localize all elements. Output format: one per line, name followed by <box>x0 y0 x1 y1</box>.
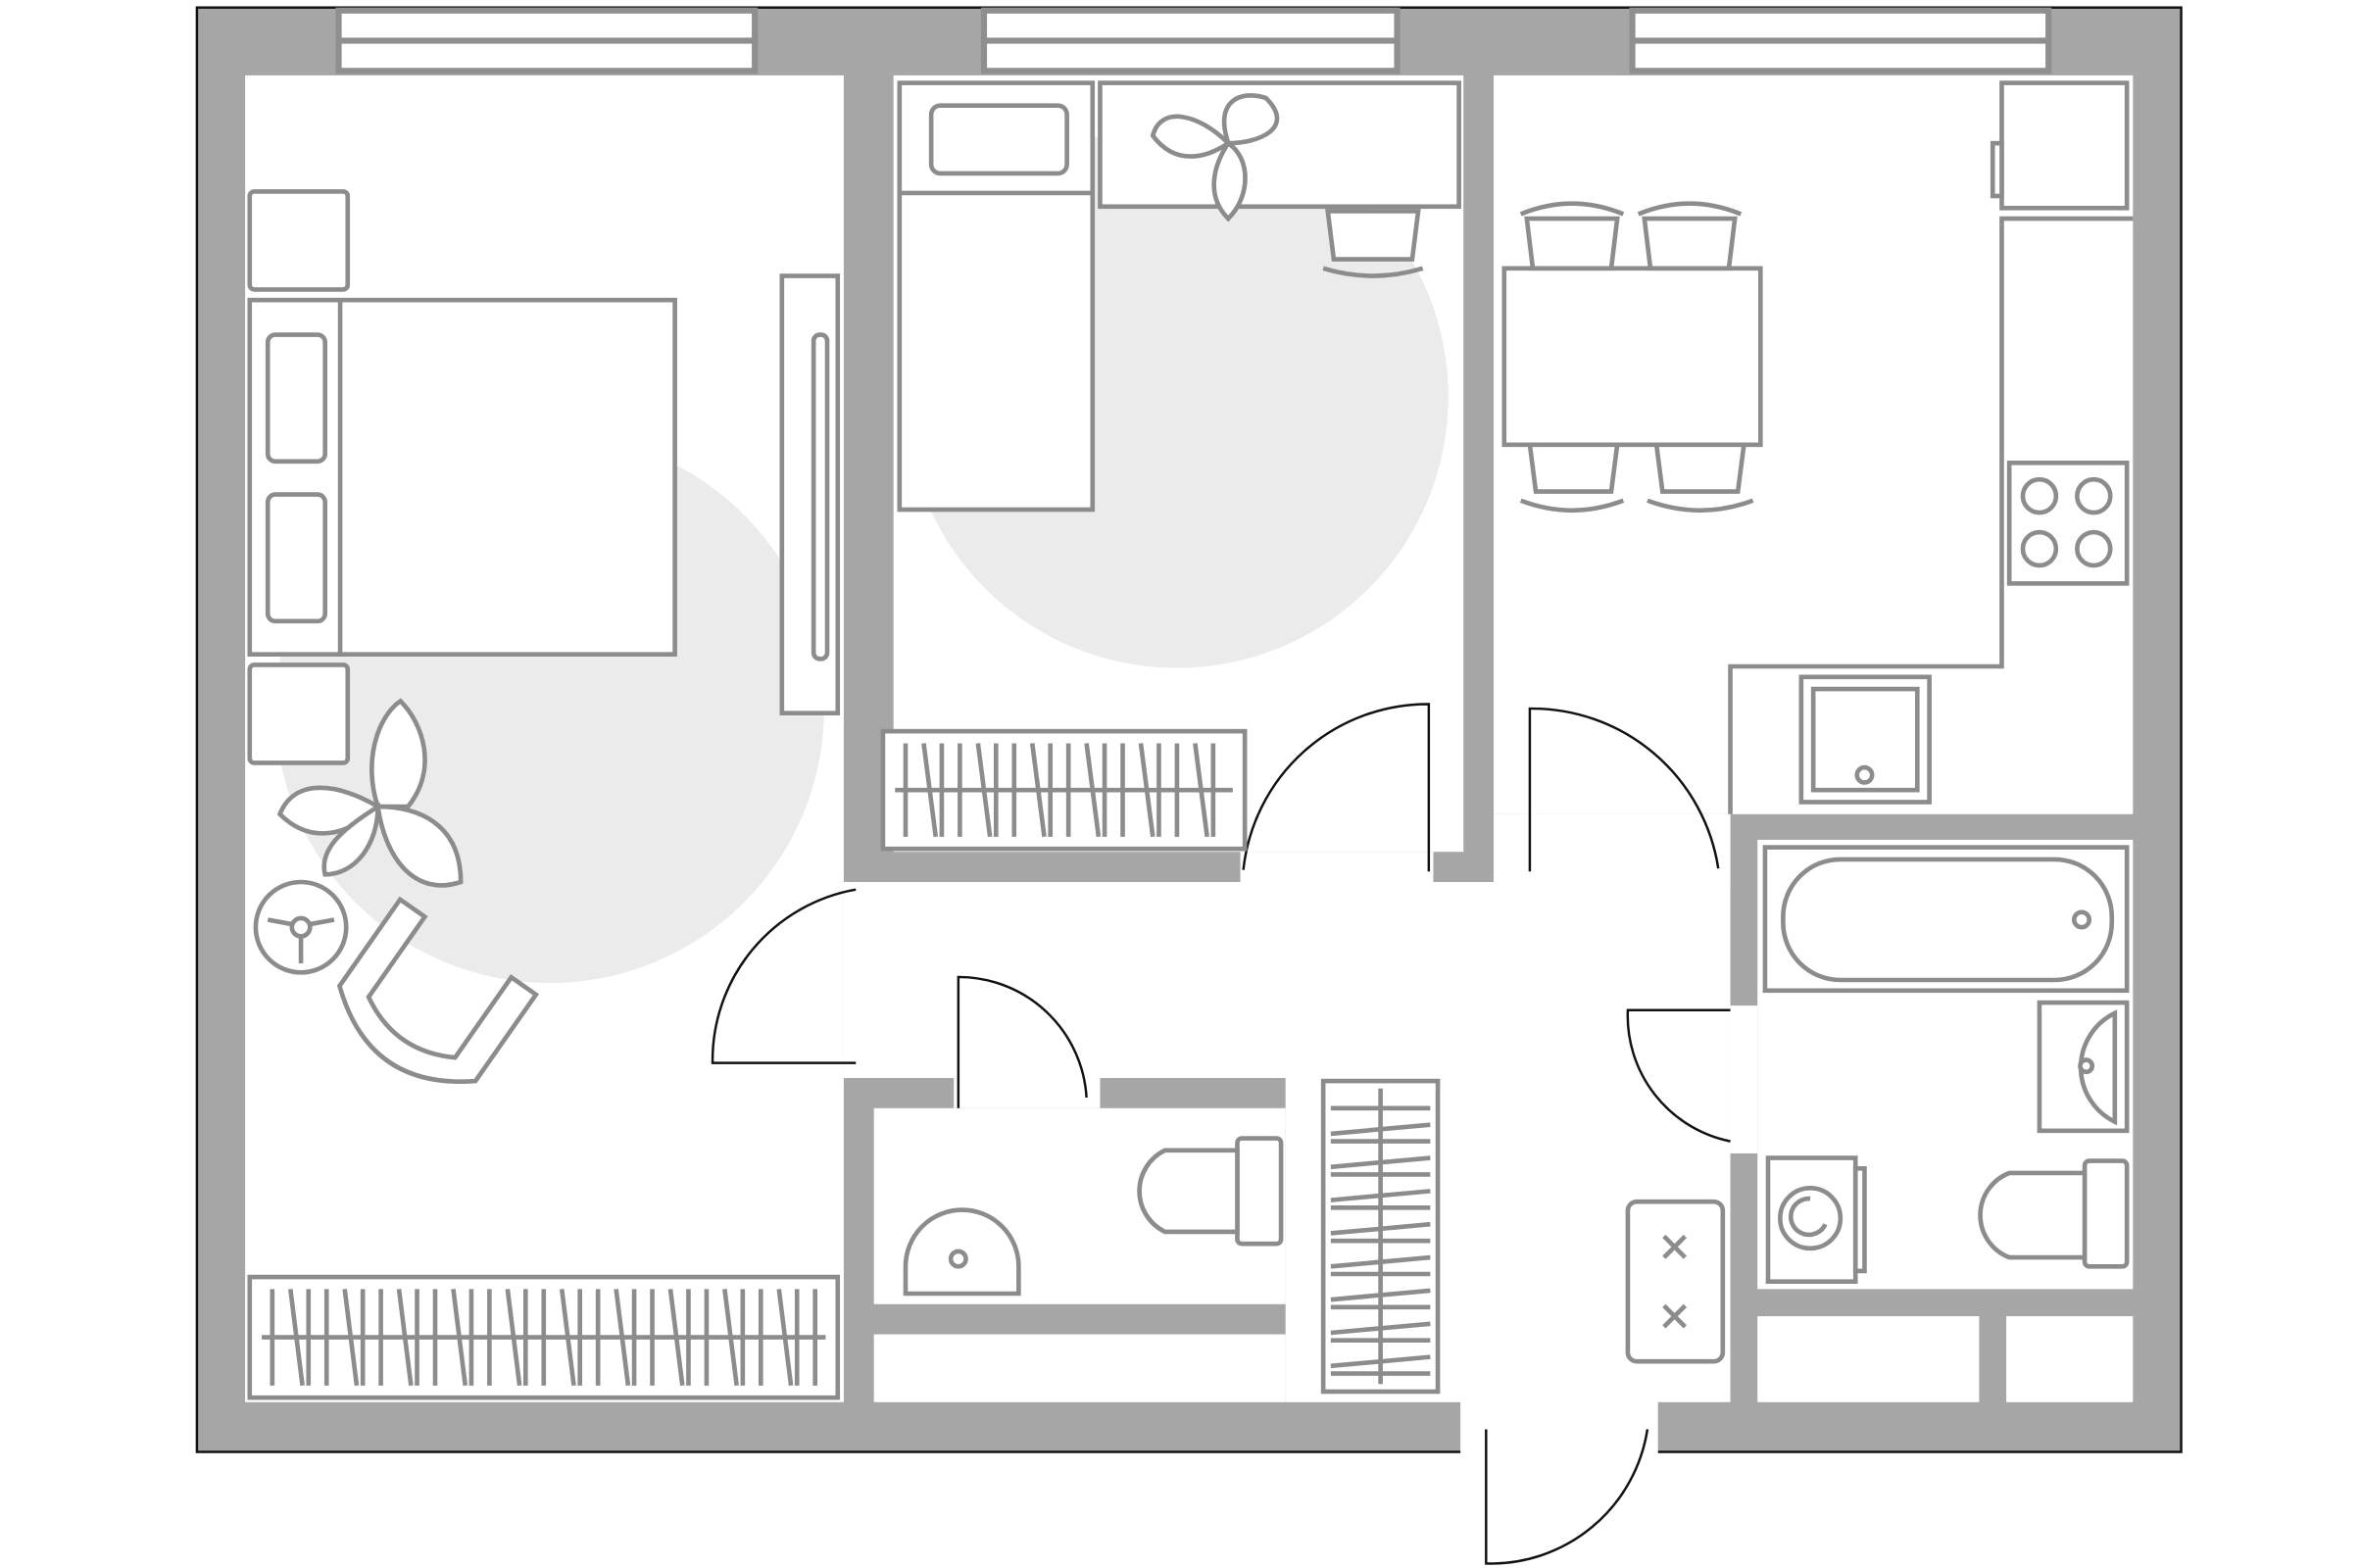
doors <box>711 703 1731 1565</box>
stove <box>2006 461 2130 586</box>
book-stroke <box>975 743 993 838</box>
door-bathroom <box>1626 1008 1731 1143</box>
book-stroke <box>722 1289 739 1387</box>
book-stroke <box>1029 743 1047 838</box>
pillow <box>265 492 328 624</box>
door-entrance <box>1485 1429 1649 1565</box>
book-stroke <box>1330 1155 1431 1170</box>
wc-sink <box>903 1207 1021 1297</box>
book-stroke <box>451 1289 468 1387</box>
book-stroke <box>1330 1354 1431 1369</box>
book-stroke <box>1193 743 1209 838</box>
chair <box>1637 201 1743 271</box>
nightstand <box>247 189 351 292</box>
desk <box>1098 80 1461 210</box>
bedroom-furniture <box>247 189 841 1400</box>
wardrobe-rod <box>811 332 830 662</box>
windows <box>335 7 2052 74</box>
pillow <box>928 103 1069 176</box>
book-stroke <box>1330 1254 1431 1269</box>
toilet <box>1978 1158 2130 1269</box>
book-stroke <box>1330 1221 1431 1236</box>
door-toilet <box>957 975 1088 1108</box>
book-stroke <box>559 1289 576 1387</box>
window-kitchen <box>1629 7 2052 74</box>
book-stroke <box>614 1289 631 1387</box>
plant <box>276 698 464 888</box>
book-stroke <box>1138 743 1155 838</box>
door-kitchen <box>1528 707 1720 872</box>
washing-machine <box>1765 1155 1867 1285</box>
bookshelf-books <box>895 743 1233 838</box>
kids-room-furniture <box>880 80 1461 852</box>
closet-hangers <box>1330 1088 1431 1385</box>
book-stroke <box>342 1289 360 1387</box>
book-stroke <box>1084 743 1102 838</box>
book-stroke <box>776 1289 794 1387</box>
book-stroke <box>1330 1321 1431 1336</box>
kitchen-sink <box>1798 674 1932 805</box>
side-table <box>253 879 349 975</box>
book-stroke <box>288 1289 305 1387</box>
window-bedroom <box>335 7 759 74</box>
chair <box>1519 201 1625 271</box>
chair <box>1647 442 1754 513</box>
book-stroke <box>505 1289 522 1387</box>
bathroom-sink <box>2037 1000 2130 1134</box>
book-stroke <box>1330 1189 1431 1202</box>
kitchen-counter <box>1728 216 2134 814</box>
door-kids-room <box>1242 703 1431 872</box>
dining-table <box>1501 266 1763 448</box>
door-bedroom <box>711 888 857 1064</box>
kitchen-furniture <box>1501 80 2134 814</box>
pillow <box>265 332 328 465</box>
book-stroke <box>667 1289 685 1387</box>
toilet <box>1137 1136 1284 1247</box>
book-stroke <box>1330 1122 1431 1137</box>
wc-furniture <box>903 1078 1441 1395</box>
chair <box>1519 442 1625 513</box>
book-stroke <box>921 743 939 838</box>
book-stroke <box>1330 1288 1431 1302</box>
window-kids-room <box>980 7 1401 74</box>
chair <box>1322 209 1424 278</box>
nightstand <box>247 662 351 765</box>
bookshelf-books <box>262 1289 826 1387</box>
bathroom-furniture <box>1762 845 2130 1285</box>
plant <box>1150 93 1280 222</box>
fridge <box>1999 80 2130 211</box>
armchair <box>336 896 540 1085</box>
hall-cabinet <box>1625 1199 1726 1364</box>
book-stroke <box>396 1289 414 1387</box>
